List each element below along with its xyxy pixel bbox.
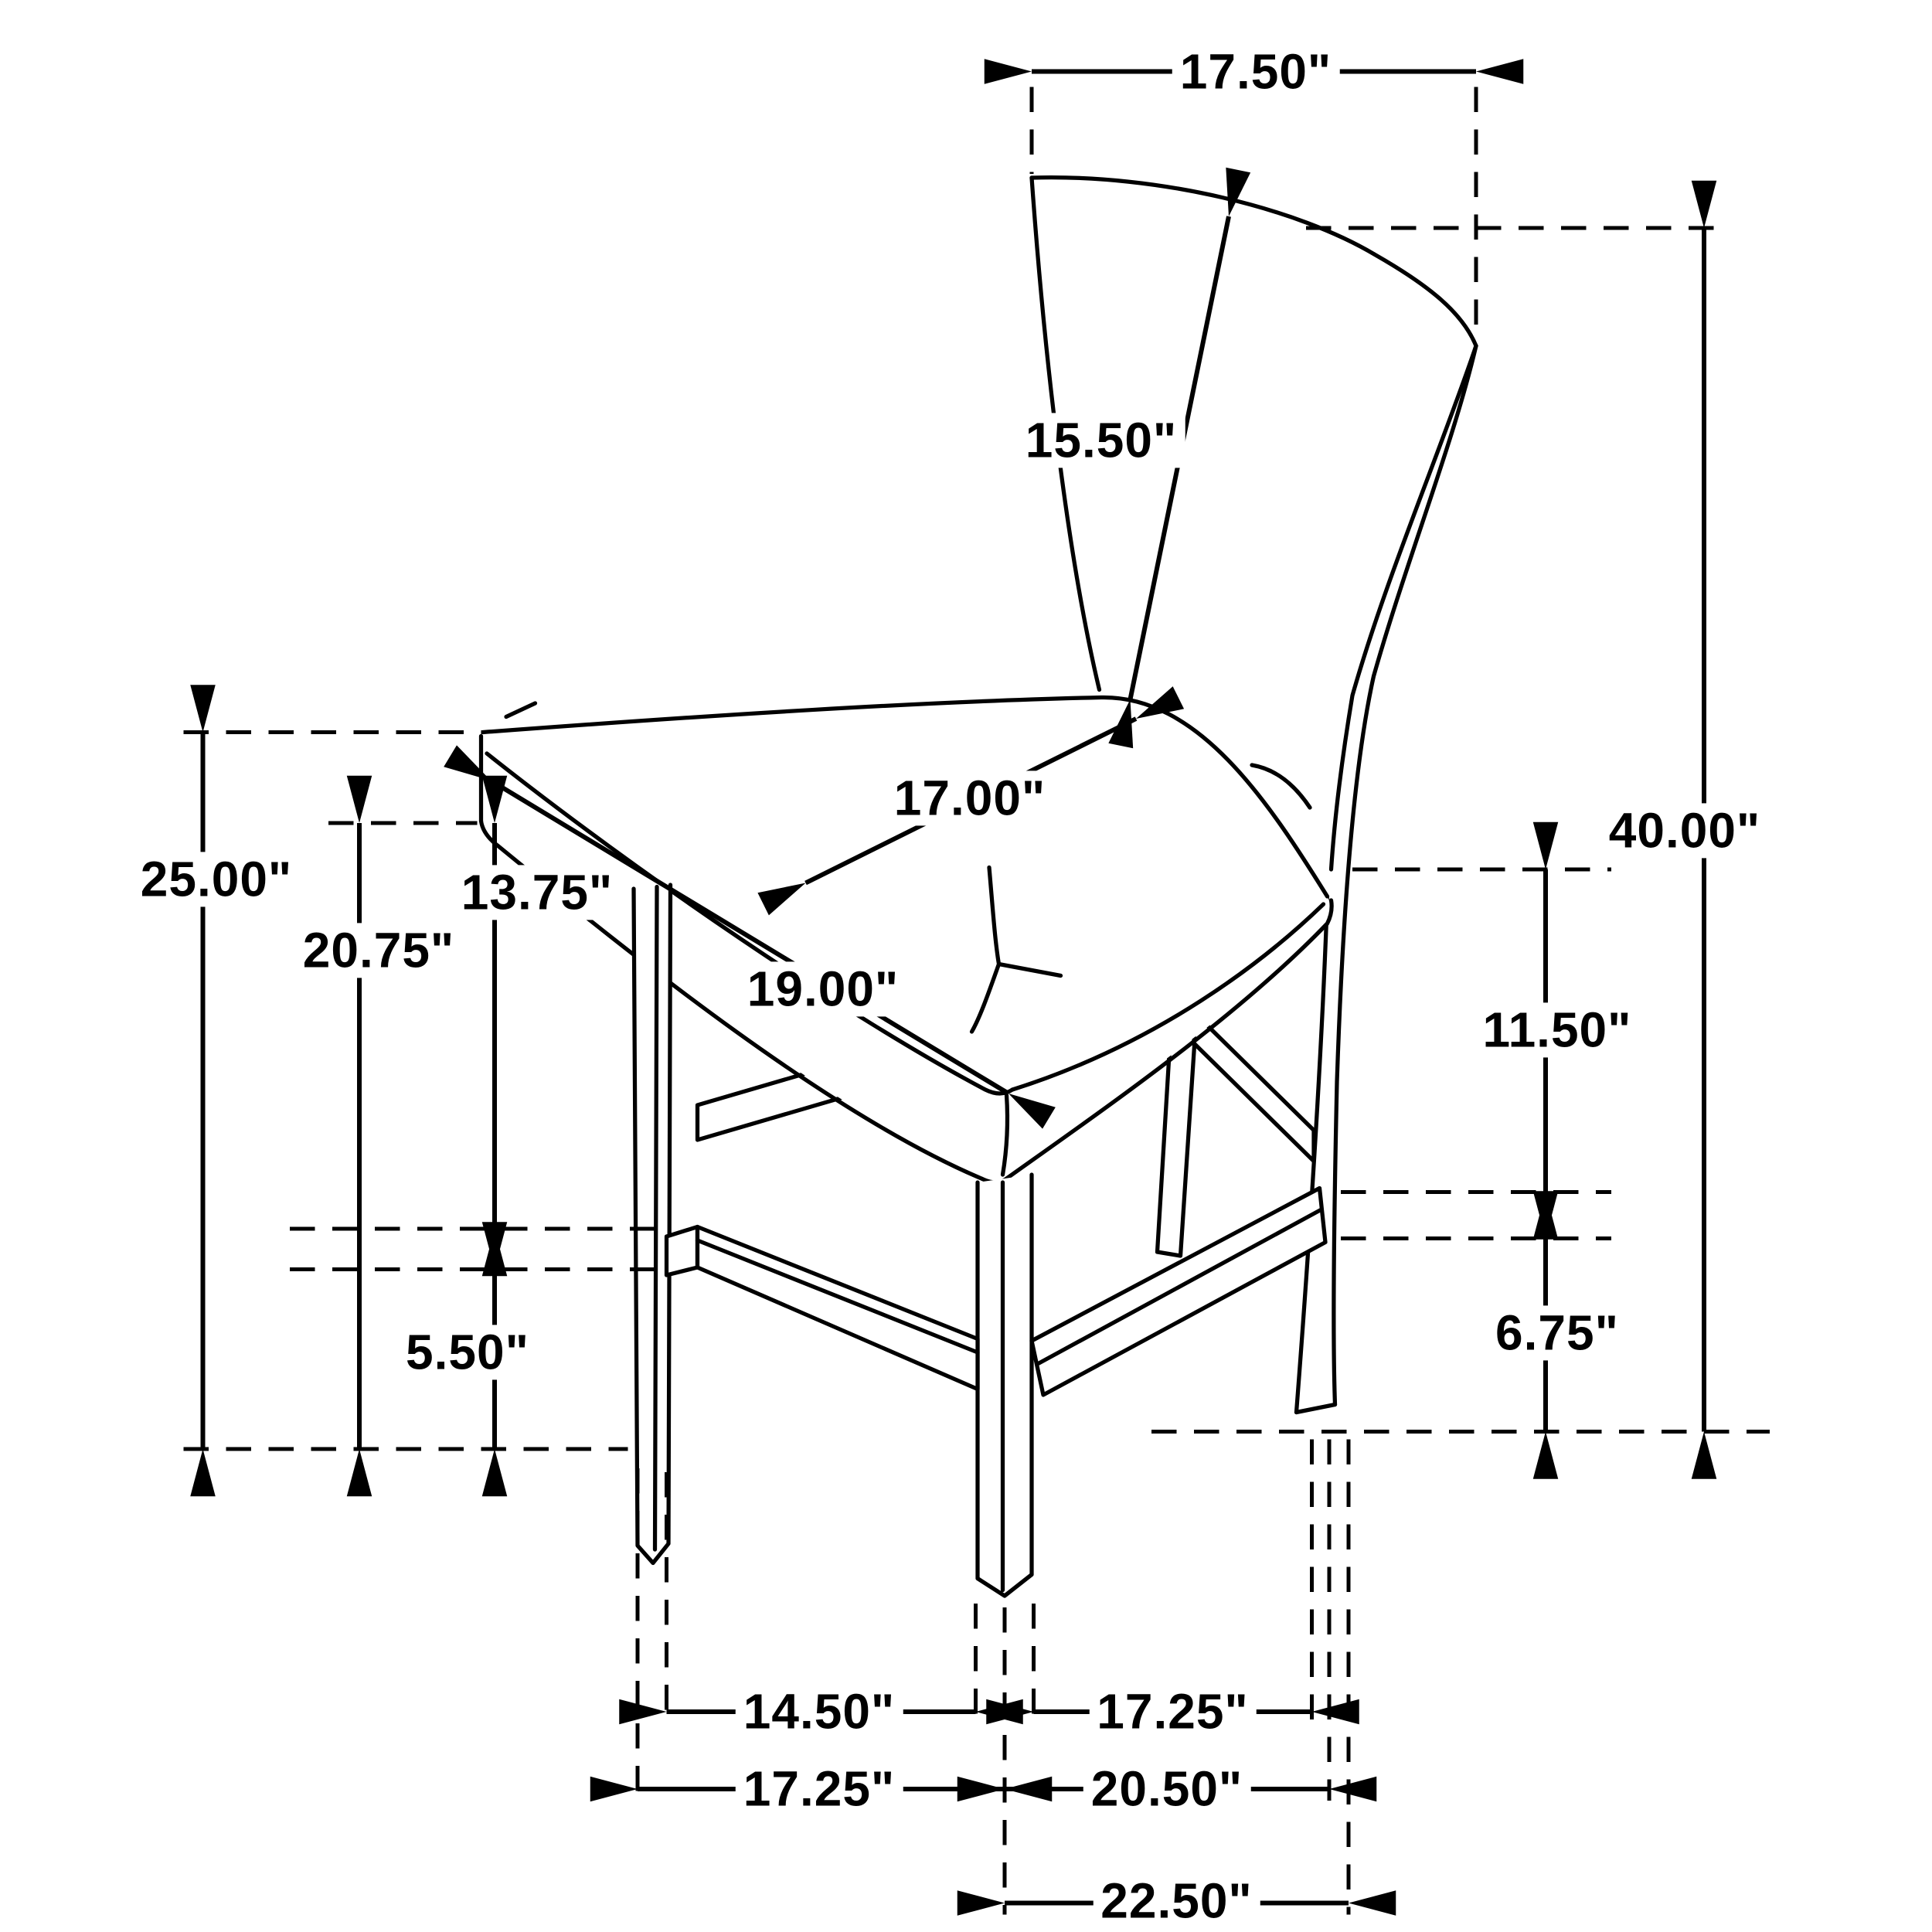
backrest-right-edge-rear-leg (1332, 343, 1478, 1407)
front-left-leg (631, 883, 673, 1566)
seat-wrinkle-right (1250, 763, 1312, 810)
seat-top-right-rim (1010, 902, 1326, 1092)
seat-bottom-right-rim (1004, 898, 1334, 1181)
dim-label-back-height: 15.50" (1017, 413, 1185, 468)
dim-seat-width-line (444, 745, 1056, 1129)
dim-label-seat-to-front-stretcher: 13.75" (453, 865, 621, 920)
dim-label-underseat-height: 20.75" (294, 923, 463, 978)
dim-label-left-leg-span: 17.25" (735, 1761, 903, 1817)
dim-label-overall-height: 40.00" (1600, 803, 1769, 859)
dim-label-side-stretcher-floor: 6.75" (1488, 1305, 1627, 1361)
front-stretcher (664, 1224, 980, 1392)
dim-label-overall-depth: 22.50" (1093, 1873, 1260, 1929)
dim-label-seat-to-side-stretcher: 11.50" (1475, 1002, 1640, 1058)
seat-wrinkle-left (504, 701, 538, 719)
dim-label-rear-depth-span: 20.50" (1083, 1761, 1251, 1817)
front-right-leg (975, 1172, 1034, 1598)
right-side-stretcher (1029, 1185, 1328, 1397)
rear-stretcher (1192, 1010, 1316, 1164)
dim-label-front-leg-inner-span: 14.50" (735, 1684, 903, 1740)
dim-label-back-width: 17.50" (1172, 43, 1340, 100)
dim-label-front-stretcher-floor: 5.50" (398, 1325, 537, 1380)
dim-label-seat-height: 25.00" (132, 851, 301, 907)
stool-drawing (478, 175, 1478, 1598)
dim-label-seat-width: 19.00" (739, 961, 907, 1017)
dim-label-front-to-rear-span: 17.25" (1089, 1684, 1257, 1740)
rear-right-foot (1294, 1402, 1338, 1415)
dim-label-seat-depth: 17.00" (886, 770, 1054, 826)
backrest-top-edge (1029, 175, 1478, 349)
backrest-inner-edge (1328, 343, 1478, 872)
